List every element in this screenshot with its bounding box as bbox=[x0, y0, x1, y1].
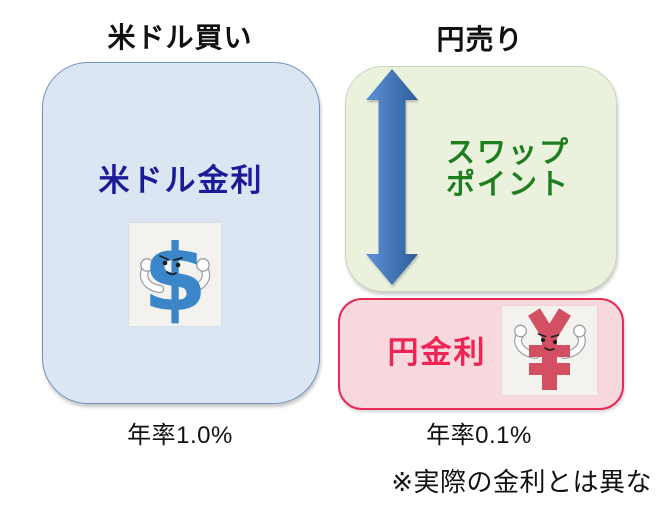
jpy-sell-title: 円売り bbox=[436, 24, 524, 55]
usd-interest-box: 米ドル金利 $ bbox=[42, 62, 320, 404]
swap-point-box: スワップ ポイント bbox=[345, 66, 617, 292]
disclaimer-note: ※実際の金利とは異なる bbox=[391, 467, 652, 507]
yen-mascot-icon bbox=[502, 306, 597, 395]
svg-text:$: $ bbox=[143, 225, 207, 326]
swap-point-label: スワップ ポイント bbox=[446, 137, 614, 201]
dollar-mascot-icon: $ bbox=[129, 223, 221, 326]
jpy-interest-label: 円金利 bbox=[387, 335, 487, 370]
double-vertical-arrow-icon bbox=[364, 69, 420, 285]
swap-point-label-line2: ポイント bbox=[446, 169, 571, 201]
usd-buy-title: 米ドル買い bbox=[107, 22, 253, 53]
jpy-rate-text: 年率0.1% bbox=[426, 422, 532, 449]
usd-rate-text: 年率1.0% bbox=[127, 422, 233, 449]
swap-arrow-svg bbox=[366, 69, 418, 285]
usd-interest-label: 米ドル金利 bbox=[98, 163, 264, 198]
swap-point-label-line1: スワップ bbox=[446, 137, 571, 169]
dollar-mascot-svg: $ bbox=[139, 225, 211, 326]
jpy-interest-box: 円金利 bbox=[338, 298, 624, 410]
yen-mascot-svg bbox=[514, 308, 586, 390]
